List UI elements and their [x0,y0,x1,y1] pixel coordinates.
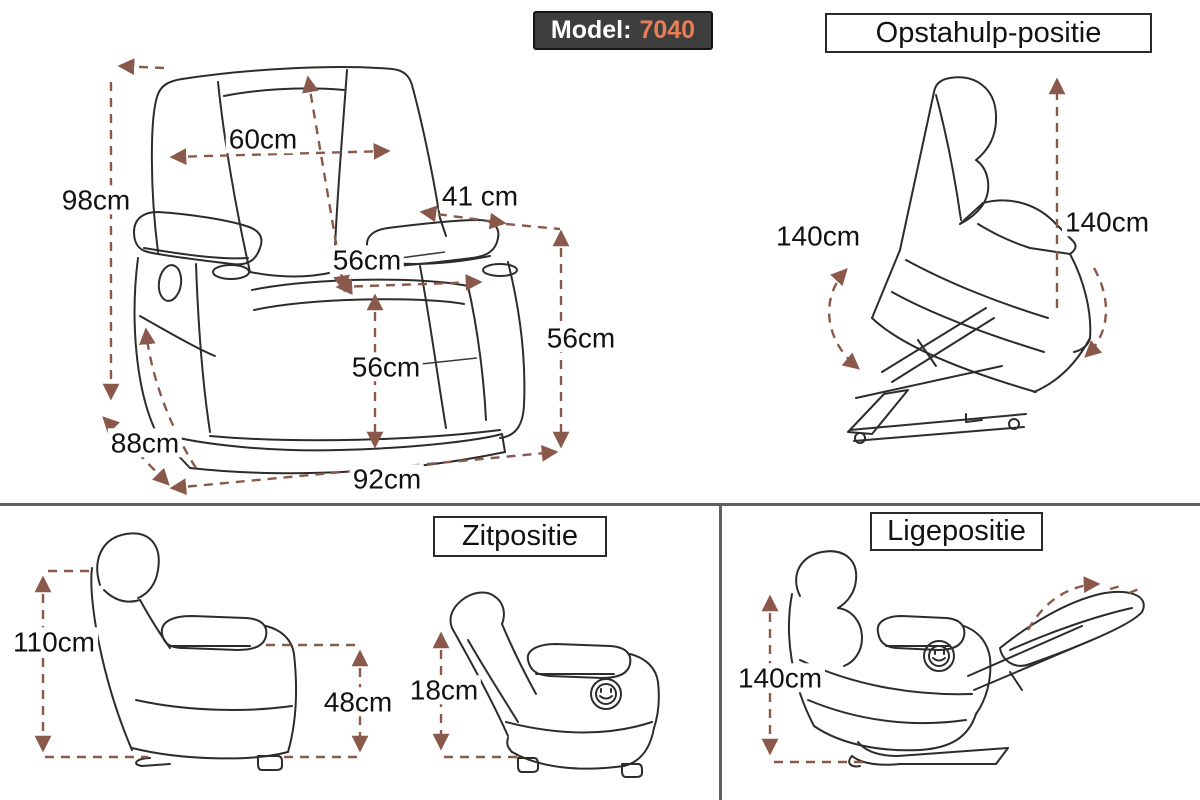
sitting-title: Zitpositie [433,516,607,557]
standup-dimension-lines [827,77,1108,370]
dim-label-front-width: 92cm [349,464,425,494]
horizontal-divider [0,503,1200,506]
dim-label-front-armrest-height: 56cm [543,323,619,353]
dim-label-side-total-height: 110cm [10,627,98,657]
model-badge-value: 7040 [639,16,696,44]
dim-label-front-armrest-depth: 41 cm [438,181,522,211]
side-view-chair-drawing [90,532,297,771]
dim-label-lying-length: 140cm [734,663,826,693]
dim-label-standup-left: 140cm [772,221,864,251]
side-view-dimension-lines [34,569,369,759]
label-leader-lines [399,251,478,365]
dim-label-front-back-height: 56cm [329,245,405,275]
vertical-divider [719,503,722,800]
dim-label-front-depth: 88cm [107,428,183,458]
dim-label-front-back-width: 60cm [225,124,301,154]
power-button-icon [590,678,622,710]
dim-label-side-seat-height: 48cm [320,687,396,717]
standup-chair-drawing [847,76,1092,444]
sitting-chair-drawing [449,591,660,778]
front-view-dimension-lines [102,58,570,496]
standup-title: Opstahulp-positie [825,13,1152,53]
lying-chair-drawing [787,550,1145,768]
lying-title: Ligepositie [870,512,1043,551]
lying-dimension-lines [761,576,1140,764]
model-badge-label: Model: [550,16,632,44]
dim-label-standup-right: 140cm [1061,207,1153,237]
power-button-icon [923,640,955,672]
model-badge: Model: 7040 [533,11,713,50]
dim-label-front-height: 98cm [58,185,134,215]
dim-label-sitting-footrest: 18cm [406,675,482,705]
dim-label-front-seat-depth: 56cm [348,352,424,382]
